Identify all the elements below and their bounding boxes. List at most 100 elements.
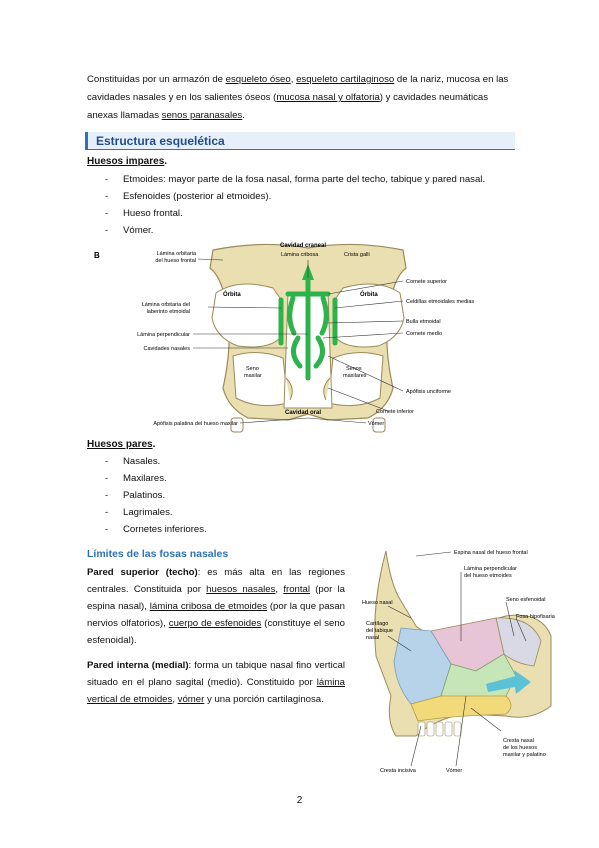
huesos-impares-dot: . xyxy=(164,156,168,167)
list-item-text: Esfenoides (posterior al etmoides). xyxy=(123,191,272,202)
intro-text-3: de la nariz, mucosa en las cavidades nas… xyxy=(87,74,509,103)
label-seno-esfenoidal: Seno esfenoidal xyxy=(506,597,545,603)
label-vomer-fig1: Vómer xyxy=(368,421,384,427)
label-senos-maxilares-1: Senos xyxy=(346,366,362,372)
list-item-text: Hueso frontal. xyxy=(123,208,183,219)
pared-superior-label: Pared superior (techo) xyxy=(87,567,198,578)
bullet-dash: - xyxy=(105,524,109,535)
label-vomer-fig2: Vómer xyxy=(446,768,462,774)
bullet-dash: - xyxy=(105,456,109,467)
figure2-drawing xyxy=(374,550,552,767)
intro-text-5: . xyxy=(242,110,245,121)
label-cresta-nasal-2: de los huesos xyxy=(503,745,537,751)
label-lamina-perpendicular: Lámina perpendicular xyxy=(137,332,190,338)
pared-interna-paragraph: Pared interna (medial): forma un tabique… xyxy=(87,657,345,708)
label-lamina-orbitaria-frontal-2: del hueso frontal xyxy=(155,258,196,264)
figure1-leader-lines xyxy=(193,258,404,424)
label-hueso-nasal: Hueso nasal xyxy=(362,600,393,606)
pared-interna-text-3: y una porción cartilaginosa. xyxy=(204,694,324,705)
label-cresta-nasal-1: Cresta nasal xyxy=(503,738,534,744)
pared-superior-paragraph: Pared superior (techo): es más alta en l… xyxy=(87,564,345,649)
right-inferior-turbinate xyxy=(323,377,331,401)
list-item-text: Etmoides: mayor parte de la fosa nasal, … xyxy=(123,174,486,185)
label-orbita-left: Órbita xyxy=(223,290,241,298)
label-bulla: Bulla etmoidal xyxy=(406,319,441,325)
ethmoid-bone xyxy=(278,275,338,381)
bullet-dash: - xyxy=(105,208,109,219)
pared-superior-term-4: cuerpo de esfenoides xyxy=(168,618,262,629)
teeth-row xyxy=(417,721,462,737)
huesos-impares-label: Huesos impares xyxy=(87,156,165,167)
list-item-text: Vómer. xyxy=(123,225,154,236)
label-cornete-superior: Cornete superior xyxy=(406,279,447,285)
pared-superior-term-3: lámina cribosa de etmoides xyxy=(149,601,268,612)
right-maxillary-sinus xyxy=(327,352,384,407)
pared-interna-term-2: vómer xyxy=(177,694,205,705)
list-item-text: Lagrimales. xyxy=(123,507,173,518)
label-celdillas: Celdillas etmoidales medias xyxy=(406,299,474,305)
left-inferior-turbinate xyxy=(285,377,293,401)
label-cavidades-nasales: Cavidades nasales xyxy=(144,346,191,352)
intro-link-esqueleto-cartilaginoso: esqueleto cartilaginoso xyxy=(296,74,395,85)
left-orbit xyxy=(211,283,281,348)
label-orbita-right: Órbita xyxy=(360,290,378,298)
intro-text-1: Constituidas por un armazón de xyxy=(87,74,226,85)
label-lamina-perp-1: Lámina perpendicular xyxy=(464,566,517,572)
label-lamina-orbitaria-laberinto-1: Lámina orbitaria del xyxy=(142,302,190,308)
pared-superior-text-5: (constituye el seno esfenoidal). xyxy=(87,618,345,646)
huesos-pares-heading: Huesos pares. xyxy=(87,439,155,450)
label-cresta-incisiva: Cresta incisiva xyxy=(380,768,417,774)
pared-superior-text-2: , xyxy=(275,584,284,595)
label-cresta-nasal-3: maxilar y palatino xyxy=(503,752,546,758)
sagittal-septum-figure: Espina nasal del hueso frontal Lámina pe… xyxy=(362,550,556,774)
label-cavidad-craneal: Cavidad craneal xyxy=(280,243,326,249)
huesos-pares-dot: . xyxy=(152,439,156,450)
huesos-impares-heading: Huesos impares. xyxy=(87,156,167,167)
label-senos-maxilares-2: maxilares xyxy=(343,373,367,379)
pared-interna-term-1: lámina vertical de etmoides xyxy=(87,677,345,705)
figure1-panel-letter: B xyxy=(94,251,100,260)
intro-link-senos: senos paranasales xyxy=(161,110,243,121)
label-crista-galli: Crista galli xyxy=(344,252,370,258)
intro-text-2: , xyxy=(290,74,297,85)
pared-superior-text-1: : es más alta en las regiones centrales.… xyxy=(87,567,345,595)
left-tooth xyxy=(230,417,244,433)
label-seno-maxilar-2: maxilar xyxy=(244,373,262,379)
figure1-drawing xyxy=(209,243,407,433)
bullet-dash: - xyxy=(105,191,109,202)
label-espina-nasal: Espina nasal del hueso frontal xyxy=(454,550,528,556)
pared-superior-term-1: huesos nasales xyxy=(206,584,276,595)
maxilla-palatine xyxy=(410,695,512,722)
label-fosa-hipofisaria: Fosa hipofisaria xyxy=(516,614,556,620)
list-item-text: Palatinos. xyxy=(123,490,166,501)
label-lamina-cribosa: Lámina cribosa xyxy=(281,252,319,258)
label-cartilago-3: nasal xyxy=(366,635,379,641)
airflow-arrow-icon xyxy=(486,670,531,694)
pared-superior-text-3: (por la espina nasal), xyxy=(87,584,346,612)
label-apofisis-palatina: Apófisis palatina del hueso maxilar xyxy=(153,421,238,427)
page-number: 2 xyxy=(296,795,303,806)
label-cartilago-1: Cartílago xyxy=(366,621,388,627)
intro-paragraph: Constituidas por un armazón de esqueleto… xyxy=(87,71,515,125)
pared-superior-term-2: frontal xyxy=(283,584,310,595)
pared-interna-text-1: : forma un tabique nasal fino vertical s… xyxy=(87,660,345,688)
limites-heading: Límites de las fosas nasales xyxy=(87,548,229,560)
bullet-dash: - xyxy=(105,490,109,501)
pared-superior-text-4: (por la que pasan nervios olfatorios), xyxy=(87,601,345,629)
bullet-dash: - xyxy=(105,225,109,236)
label-lamina-orbitaria-frontal-1: Lámina orbitaria xyxy=(157,251,197,257)
intro-link-esqueleto-oseo: esqueleto óseo xyxy=(225,74,291,85)
label-lamina-perp-2: del hueso etmoides xyxy=(464,573,512,579)
label-lamina-orbitaria-laberinto-2: laberinto etmoidal xyxy=(147,309,190,315)
bullet-dash: - xyxy=(105,174,109,185)
figure2-leader-lines xyxy=(387,551,527,767)
label-cartilago-2: del tabique xyxy=(366,628,393,634)
label-cornete-inferior: Cornete inferior xyxy=(376,409,414,415)
list-item-text: Nasales. xyxy=(123,456,161,467)
label-apofisis-unciforme: Apófisis unciforme xyxy=(406,389,451,395)
intro-text-4: ) y cavidades neumáticas anexas llamadas xyxy=(87,92,489,121)
bullet-dash: - xyxy=(105,507,109,518)
label-cavidad-oral: Cavidad oral xyxy=(285,410,321,416)
right-tooth xyxy=(372,417,386,433)
